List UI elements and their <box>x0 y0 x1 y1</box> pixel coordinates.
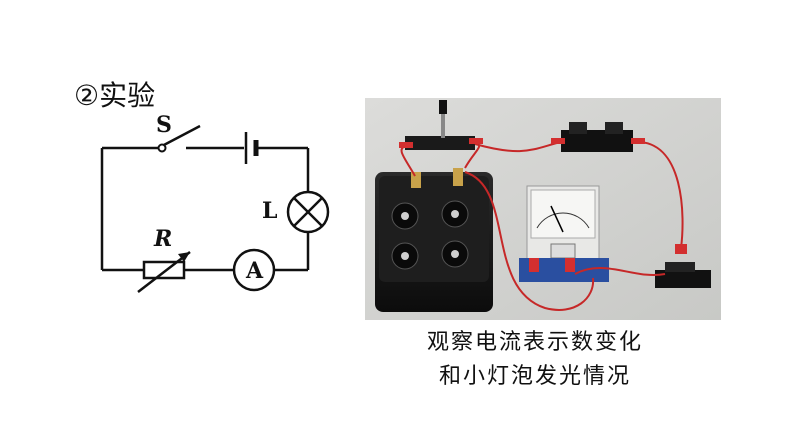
rheostat-label: R <box>153 226 172 252</box>
lamp-holder <box>655 262 711 288</box>
section-heading: ②实验 <box>74 79 156 112</box>
circuit-diagram: S L R A <box>100 112 330 293</box>
switch-label: S <box>156 112 172 138</box>
battery-holder <box>561 122 633 152</box>
caption-line-1: 观察电流表示数变化 <box>426 330 643 355</box>
experiment-photo <box>365 98 721 320</box>
lamp-label: L <box>262 198 277 224</box>
caption: 观察电流表示数变化 和小灯泡发光情况 <box>390 326 680 394</box>
ammeter-label: A <box>245 258 264 284</box>
caption-line-2: 和小灯泡发光情况 <box>438 364 631 389</box>
knife-switch <box>405 100 475 150</box>
resistance-box <box>375 168 493 312</box>
